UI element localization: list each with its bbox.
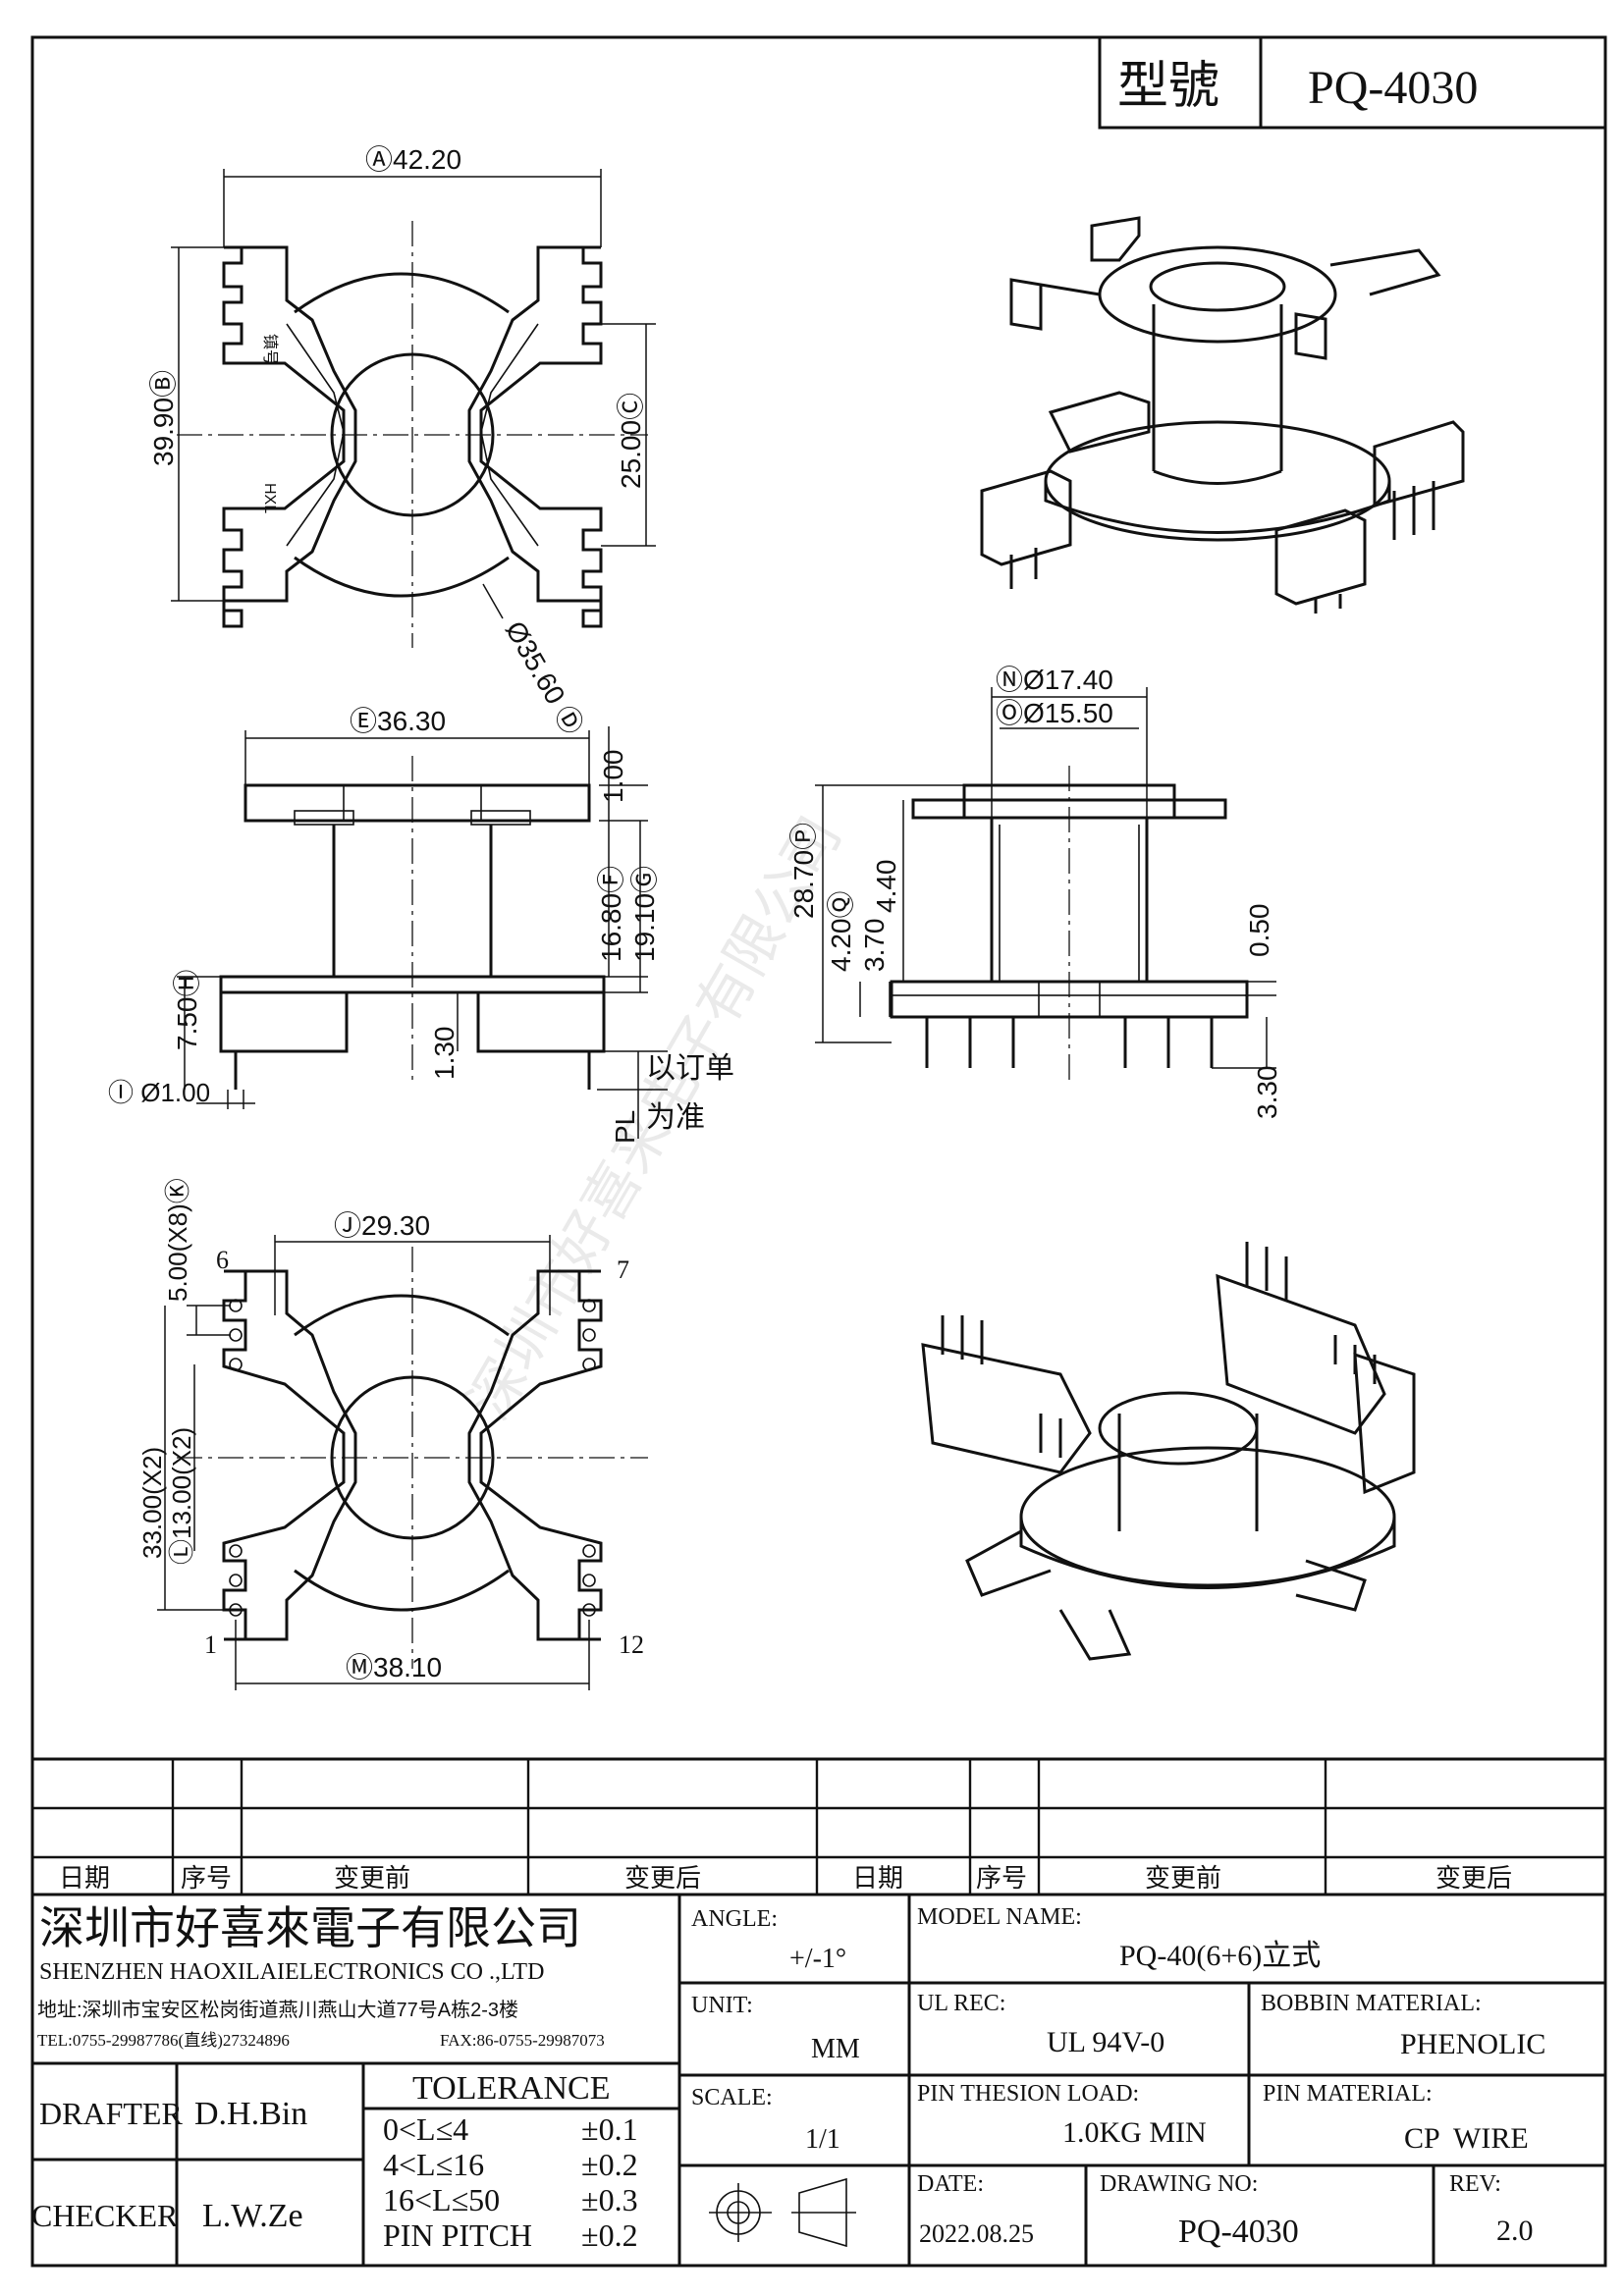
pin-thesion-label: PIN THESION LOAD: (917, 2081, 1139, 2107)
rev-value: 2.0 (1496, 2215, 1534, 2247)
rev-label: REV: (1449, 2171, 1501, 2197)
dim-a: Ⓐ42.20 (365, 144, 461, 175)
dim-i: Ⓘ Ø1.00 (108, 1078, 210, 1107)
model-label: 型號 (1117, 59, 1219, 115)
rev-col-after-2: 变更后 (1435, 1863, 1512, 1893)
pin-material-value: CP WIRE (1404, 2122, 1529, 2155)
front-view: Ⓔ36.30 1.00 16.80Ⓕ 19.10Ⓖ 7.50Ⓗ 1.30 Ⓘ Ø… (108, 706, 734, 1144)
rev-col-before-1: 变更前 (334, 1863, 410, 1893)
dim-p: 28.70Ⓟ (788, 823, 819, 919)
rev-col-before-2: 变更前 (1145, 1863, 1221, 1893)
date-value: 2022.08.25 (919, 2219, 1034, 2248)
tol-value-4: ±0.2 (581, 2217, 638, 2253)
rev-col-date-1: 日期 (59, 1863, 110, 1893)
pl-note-1: 以订单 (646, 1052, 734, 1085)
company-name-en: SHENZHEN HAOXILAIELECTRONICS CO .,LTD (39, 1959, 544, 1985)
company-tel: TEL:0755-29987786(直线)27324896 (37, 2031, 290, 2050)
iso-view-bottom (921, 1242, 1416, 1661)
dim-j: Ⓙ29.30 (334, 1210, 430, 1241)
drafter-label: DRAFTER (39, 2096, 183, 2131)
dim-pl: PL (610, 1110, 640, 1144)
rev-col-date-2: 日期 (852, 1863, 903, 1893)
rev-col-no-1: 序号 (181, 1863, 232, 1893)
revision-table: 日期 序号 变更前 变更后 日期 序号 变更前 变更后 (32, 1757, 1605, 1896)
angle-label: ANGLE: (691, 1906, 778, 1932)
bottom-view: 6 7 1 12 Ⓙ29.30 5.00(X8)Ⓚ 33.00(X2) Ⓛ13.… (137, 1178, 648, 1690)
scale-value: 1/1 (805, 2124, 840, 2155)
checker-name: L.W.Ze (202, 2198, 303, 2234)
dim-r: 4.40 (871, 860, 901, 914)
dim-c: 25.00Ⓒ (616, 393, 646, 489)
sheet-border (30, 35, 1607, 2268)
dim-d: Ø35.60 Ⓓ (500, 616, 589, 740)
dim-k: 5.00(X8)Ⓚ (163, 1178, 192, 1302)
rev-col-after-1: 变更后 (624, 1863, 701, 1893)
dim-q: 4.20Ⓠ (826, 891, 856, 973)
pin-label-1: 1 (204, 1630, 217, 1659)
drafter-name: D.H.Bin (194, 2096, 307, 2132)
top-view: 镇号 HXL Ⓐ42.20 39.90Ⓑ 25.00Ⓒ Ø35.60 Ⓓ (148, 144, 656, 740)
angle-value: +/-1° (789, 1944, 846, 1974)
model-name-value: PQ-40(6+6)立式 (1119, 1940, 1321, 1972)
side-view: ⓃØ17.40 ⓄØ15.50 28.70Ⓟ 4.20Ⓠ 3.70 4.40 0… (788, 665, 1282, 1119)
tol-value-3: ±0.3 (581, 2182, 638, 2217)
company-name-cn: 深圳市好喜來電子有限公司 (39, 1903, 581, 1953)
ul-rec-value: UL 94V-0 (1047, 2026, 1164, 2058)
pin-label-7: 7 (617, 1255, 629, 1284)
ul-rec-label: UL REC: (917, 1991, 1005, 2016)
tol-value-2: ±0.2 (581, 2147, 638, 2182)
dim-g: 19.10Ⓖ (629, 866, 660, 962)
mark-bottom: HXL (261, 483, 278, 513)
company-fax: FAX:86-0755-29987073 (440, 2031, 605, 2050)
drawing-no-value: PQ-4030 (1178, 2214, 1299, 2250)
dim-e-top: 1.00 (598, 750, 628, 804)
dim-f: 16.80Ⓕ (596, 866, 626, 962)
pin-thesion-value: 1.0KG MIN (1062, 2116, 1207, 2149)
bobbin-material-value: PHENOLIC (1400, 2028, 1545, 2060)
pl-note-2: 为准 (646, 1101, 705, 1134)
tol-range-3: 16<L≤50 (383, 2182, 500, 2217)
rev-col-no-2: 序号 (976, 1863, 1027, 1893)
tolerance-title: TOLERANCE (412, 2070, 610, 2107)
dim-h: 7.50Ⓗ (172, 970, 202, 1051)
model-name-label: MODEL NAME: (917, 1904, 1082, 1930)
tol-range-1: 0<L≤4 (383, 2111, 468, 2147)
checker-label: CHECKER (31, 2198, 179, 2233)
company-address: 地址:深圳市宝安区松岗街道燕川燕山大道77号A栋2-3楼 (37, 1999, 518, 2021)
tol-value-1: ±0.1 (581, 2111, 638, 2147)
model-value: PQ-4030 (1308, 62, 1478, 114)
bobbin-material-label: BOBBIN MATERIAL: (1261, 1991, 1482, 2016)
iso-view-top (980, 216, 1465, 614)
dim-n: ⓃØ17.40 (996, 665, 1113, 695)
dim-q2: 3.70 (859, 919, 890, 973)
unit-label: UNIT: (691, 1993, 753, 2018)
mark-top: 镇号 (261, 334, 279, 365)
dim-t: 3.30 (1252, 1066, 1282, 1120)
dim-b: 39.90Ⓑ (148, 370, 179, 466)
title-block: 深圳市好喜來電子有限公司 SHENZHEN HAOXILAIELECTRONIC… (31, 1895, 1605, 2266)
dim-h2: 1.30 (429, 1027, 460, 1081)
dim-l2: Ⓛ13.00(X2) (167, 1427, 196, 1565)
scale-label: SCALE: (691, 2085, 773, 2110)
header-model-box: 型號 PQ-4030 (1098, 35, 1607, 130)
date-label: DATE: (917, 2171, 984, 2197)
pin-label-12: 12 (619, 1630, 644, 1659)
projection-symbol (709, 2177, 856, 2248)
drawing-no-label: DRAWING NO: (1100, 2171, 1258, 2197)
dim-m: Ⓜ38.10 (346, 1652, 442, 1682)
pin-label-6: 6 (216, 1246, 229, 1274)
dim-l1: 33.00(X2) (137, 1447, 167, 1559)
tol-range-2: 4<L≤16 (383, 2147, 484, 2182)
tol-range-4: PIN PITCH (383, 2217, 532, 2253)
dim-s: 0.50 (1244, 904, 1274, 958)
dim-o: ⓄØ15.50 (996, 698, 1113, 728)
pin-material-label: PIN MATERIAL: (1263, 2081, 1433, 2107)
unit-value: MM (811, 2034, 860, 2064)
dim-e: Ⓔ36.30 (350, 706, 446, 736)
